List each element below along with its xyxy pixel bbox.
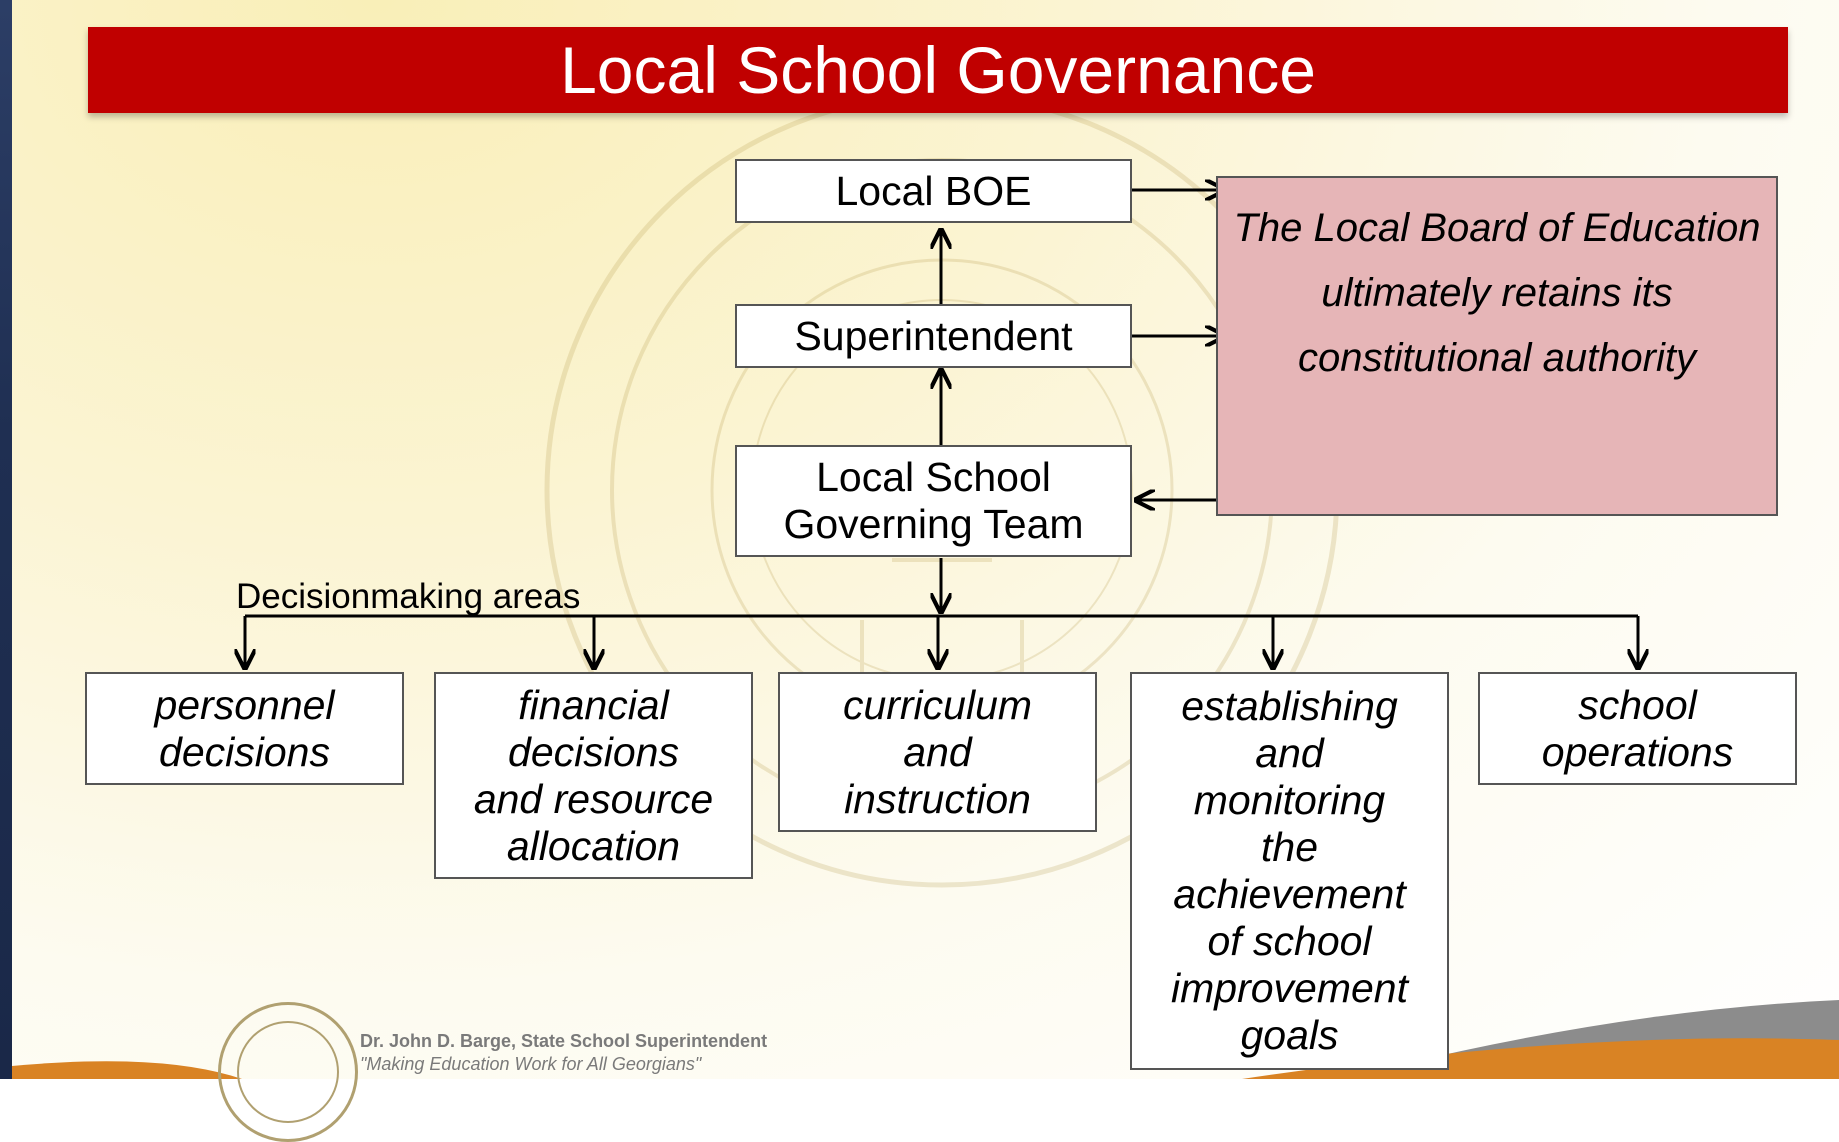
decisionmaking-areas-label: Decisionmaking areas: [236, 577, 581, 616]
area-line: decisions: [159, 728, 330, 775]
box-curriculum-instruction: curriculum and instruction: [778, 672, 1097, 832]
area-line: and: [903, 728, 972, 775]
box-governing-team: Local School Governing Team: [735, 445, 1132, 557]
box-local-boe: Local BOE: [735, 159, 1132, 223]
area-line: improvement: [1171, 965, 1408, 1011]
area-line: personnel: [154, 681, 335, 728]
footer-band-left: [12, 1061, 242, 1079]
governing-team-line: Local School: [816, 454, 1051, 500]
area-line: school: [1578, 681, 1697, 728]
area-line: and resource: [473, 775, 714, 822]
box-financial-decisions: financial decisions and resource allocat…: [434, 672, 753, 879]
georgia-doe-seal-logo: [218, 1002, 358, 1142]
title-bar: Local School Governance: [88, 27, 1788, 113]
area-line: of school: [1207, 918, 1372, 964]
local-boe-label: Local BOE: [835, 167, 1032, 214]
area-line: decisions: [508, 728, 679, 775]
box-school-operations: school operations: [1478, 672, 1797, 785]
area-line: operations: [1541, 728, 1734, 775]
area-line: instruction: [844, 775, 1031, 822]
authority-note-box: The Local Board of Education ultimately …: [1216, 176, 1778, 516]
area-line: the: [1261, 824, 1318, 870]
box-establishing-monitoring: establishing and monitoring the achievem…: [1130, 672, 1449, 1070]
area-line: goals: [1240, 1012, 1339, 1058]
area-line: curriculum: [842, 681, 1033, 728]
area-line: achievement: [1173, 871, 1406, 917]
footer-superintendent-name: Dr. John D. Barge, State School Superint…: [360, 1031, 768, 1051]
authority-note-text: The Local Board of Education ultimately …: [1233, 206, 1761, 380]
box-superintendent: Superintendent: [735, 304, 1132, 368]
governing-team-line: Governing Team: [783, 501, 1084, 547]
box-personnel-decisions: personnel decisions: [85, 672, 404, 785]
connector-lines: [0, 0, 1839, 1079]
area-line: establishing: [1181, 683, 1398, 729]
area-line: financial: [518, 681, 669, 728]
superintendent-label: Superintendent: [794, 312, 1073, 359]
footer-slogan: "Making Education Work for All Georgians…: [360, 1054, 702, 1074]
slide-title: Local School Governance: [560, 33, 1316, 107]
area-line: and: [1255, 730, 1324, 776]
area-line: monitoring: [1193, 777, 1386, 823]
area-line: allocation: [506, 822, 681, 869]
